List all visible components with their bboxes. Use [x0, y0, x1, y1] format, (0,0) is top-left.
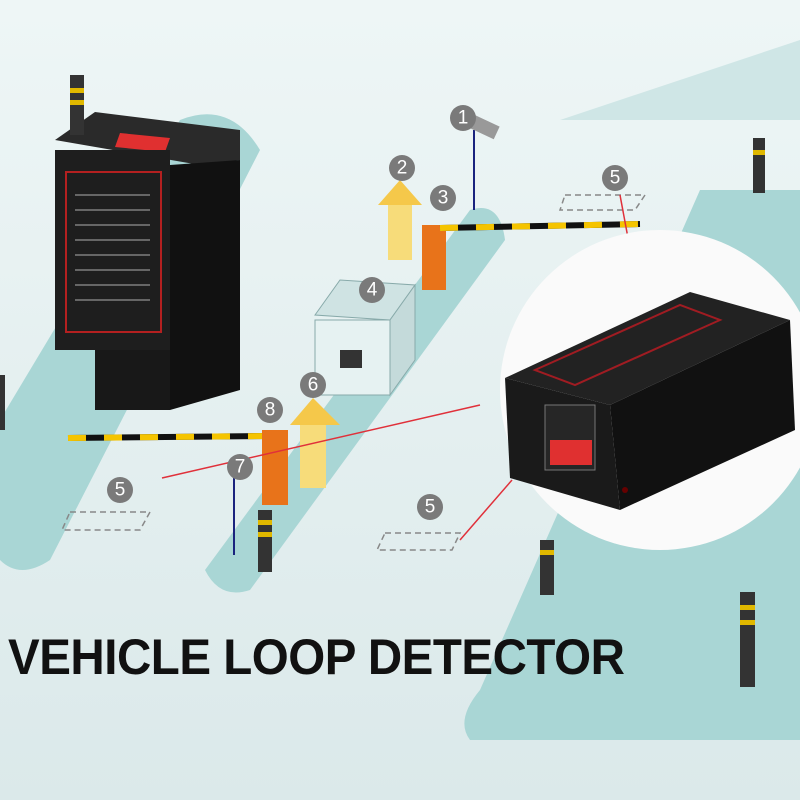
- callout-1: 1: [450, 105, 476, 131]
- road-far: [560, 40, 800, 120]
- callout-6: 6: [300, 372, 326, 398]
- svg-text:4: 4: [367, 280, 378, 301]
- barrier-gate-top: [422, 221, 641, 290]
- camera-top: [468, 114, 500, 140]
- callout-8: 8: [257, 397, 283, 423]
- svg-text:5: 5: [610, 168, 621, 189]
- callout-7: 7: [227, 454, 253, 480]
- page-title: VEHICLE LOOP DETECTOR: [8, 629, 625, 685]
- callout-3: 3: [430, 185, 456, 211]
- svg-text:6: 6: [308, 375, 319, 396]
- barrier-gate-bottom: [67, 430, 288, 505]
- svg-text:1: 1: [458, 108, 469, 129]
- exit-arrow-post: [290, 398, 340, 488]
- callout-5-bottom: 5: [417, 494, 443, 520]
- callout-4: 4: [359, 277, 385, 303]
- callout-5-left: 5: [107, 477, 133, 503]
- svg-text:2: 2: [397, 158, 408, 179]
- signal-lines: [161, 194, 629, 541]
- svg-text:8: 8: [265, 400, 276, 421]
- svg-text:7: 7: [235, 457, 246, 478]
- callout-2: 2: [389, 155, 415, 181]
- loop-detector-device-front: [55, 112, 240, 410]
- svg-text:5: 5: [425, 497, 436, 518]
- svg-text:3: 3: [438, 188, 449, 209]
- svg-text:5: 5: [115, 480, 126, 501]
- ground-loops: [60, 194, 647, 551]
- entry-arrow-post: [378, 180, 422, 260]
- callout-5-top: 5: [602, 165, 628, 191]
- loop-detector-device-angled: [505, 292, 795, 510]
